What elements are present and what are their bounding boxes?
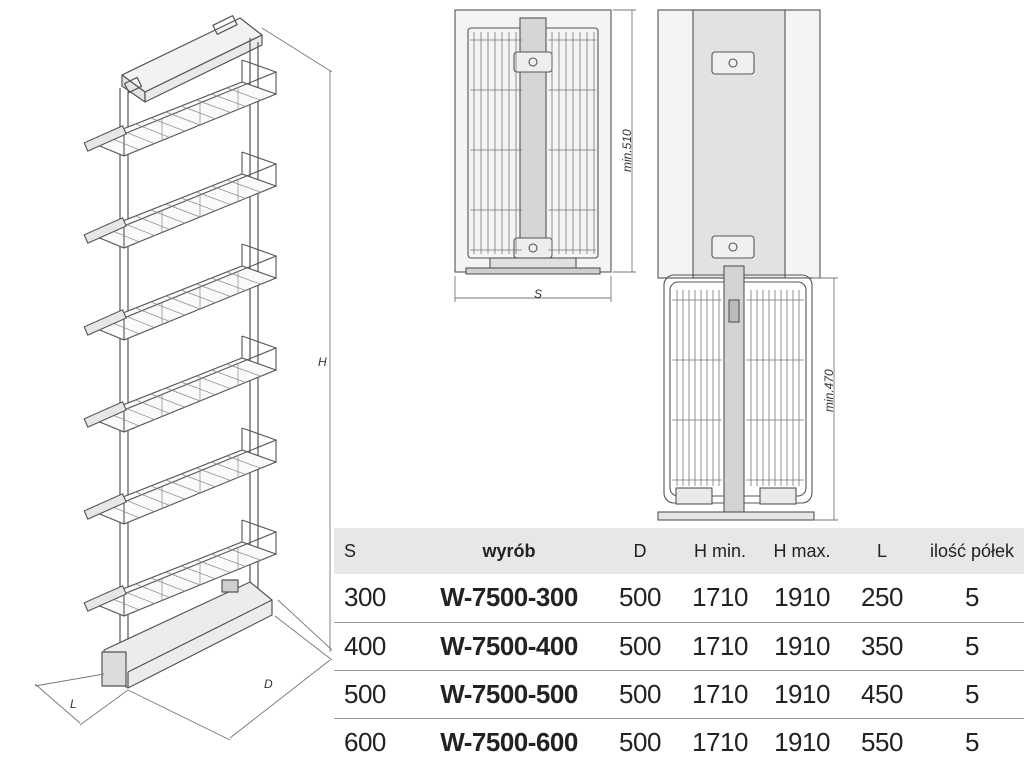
header-ilosc-polek: ilość półek [929,540,1015,561]
wire-basket [83,243,278,341]
cell-d: 500 [619,630,661,661]
table-header-row: S wyrób D H min. H max. L ilość półek [334,528,1024,574]
cell-shelves: 5 [965,582,979,613]
table-row: 500 W-7500-500 500 1710 1910 450 5 [334,670,1024,718]
cell-l: 250 [861,582,903,613]
cell-h-min: 1710 [692,630,748,661]
min470-label: min.470 [822,369,836,412]
cell-d: 500 [619,582,661,613]
cell-s: 300 [344,582,386,613]
length-label: L [70,697,77,711]
floor-plate [657,511,815,521]
cell-h-max: 1910 [774,582,830,613]
table-row: 400 W-7500-400 500 1710 1910 350 5 [334,622,1024,670]
wire-basket [83,151,278,249]
cell-model: W-7500-400 [440,630,578,661]
cell-shelves: 5 [965,726,979,757]
header-h-max: H max. [773,540,831,561]
length-dimension-line [34,683,81,724]
side-view-extended [657,9,821,521]
cell-l: 450 [861,678,903,709]
depth-dimension-line [229,659,331,739]
cell-s: 600 [344,726,386,757]
cell-d: 500 [619,678,661,709]
wire-basket [83,519,278,617]
cell-s: 400 [344,630,386,661]
cell-s: 500 [344,678,386,709]
cell-d: 500 [619,726,661,757]
wire-basket [83,59,278,157]
wire-basket [83,335,278,433]
cell-h-min: 1710 [692,726,748,757]
cell-h-min: 1710 [692,582,748,613]
cell-l: 550 [861,726,903,757]
header-h-min: H min. [693,540,746,561]
perspective-dimensions [34,27,333,741]
depth-label: D [264,677,273,691]
cell-h-max: 1910 [774,630,830,661]
height-label: H [318,355,327,369]
header-wyrob: wyrób [482,540,536,561]
header-s: S [344,540,357,561]
wire-basket [83,427,278,525]
cell-shelves: 5 [965,630,979,661]
min510-label: min.510 [620,129,634,172]
specification-table: S wyrób D H min. H max. L ilość półek 30… [334,528,1024,766]
cell-shelves: 5 [965,678,979,709]
table-row: 600 W-7500-600 500 1710 1910 550 5 [334,718,1024,766]
cell-l: 350 [861,630,903,661]
cell-h-max: 1910 [774,726,830,757]
perspective-pantry-unit [101,15,273,689]
cell-h-max: 1910 [774,678,830,709]
cell-model: W-7500-300 [440,582,578,613]
cell-h-min: 1710 [692,678,748,709]
table-row: 300 W-7500-300 500 1710 1910 250 5 [334,574,1024,622]
width-label: S [534,287,542,301]
top-view-front-elevation [454,9,612,275]
header-d: D [633,540,647,561]
cell-model: W-7500-500 [440,678,578,709]
cell-model: W-7500-600 [440,726,578,757]
header-l: L [876,540,887,561]
